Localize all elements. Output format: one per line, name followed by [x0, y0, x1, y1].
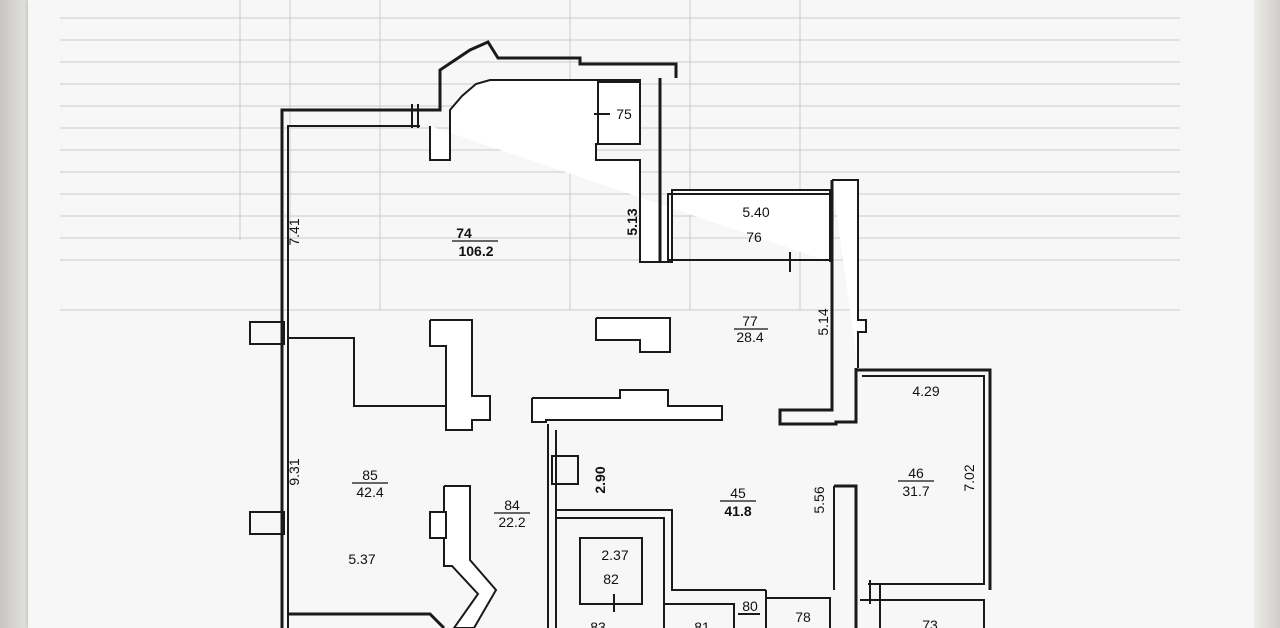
dim-5-14: 5.14 [815, 308, 831, 335]
room-45-area: 41.8 [724, 503, 751, 519]
room-85-number: 85 [362, 467, 378, 483]
room-74-number: 74 [456, 225, 472, 241]
room-75-number: 75 [616, 106, 632, 122]
dim-7-02: 7.02 [961, 464, 977, 491]
room-85-area: 42.4 [356, 484, 383, 500]
room-45-number: 45 [730, 485, 746, 501]
page-edge-right [1254, 0, 1280, 628]
room-77-number: 77 [742, 313, 758, 329]
dimension-labels: 7.41 5.13 5.40 5.14 4.29 7.02 5.56 2.90 … [286, 204, 977, 567]
bleed-through-table [60, 0, 1180, 311]
dim-7-41: 7.41 [286, 218, 302, 245]
dim-2-37: 2.37 [601, 547, 628, 563]
room-73-number: 73 [922, 617, 938, 628]
room-46-area: 31.7 [902, 483, 929, 499]
room-78-number: 78 [795, 609, 811, 625]
room-74-area: 106.2 [458, 243, 493, 259]
room-77-area: 28.4 [736, 329, 763, 345]
room-labels: 74 106.2 75 76 77 28.4 85 42.4 84 22.2 4… [352, 106, 938, 628]
room-76-number: 76 [746, 229, 762, 245]
dim-5-40: 5.40 [742, 204, 769, 220]
room-81-number: 81 [694, 619, 710, 628]
dim-5-56: 5.56 [811, 486, 827, 513]
dim-9-31: 9.31 [286, 458, 302, 485]
room-80-number: 80 [742, 598, 758, 614]
room-84-area: 22.2 [498, 514, 525, 530]
dim-2-90: 2.90 [592, 466, 608, 493]
room-84-number: 84 [504, 497, 520, 513]
room-46-number: 46 [908, 465, 924, 481]
walls [249, 40, 992, 628]
dim-5-13: 5.13 [624, 208, 640, 235]
page-edge-left [0, 0, 28, 628]
dim-4-29: 4.29 [912, 383, 939, 399]
room-83-number: 83 [590, 619, 606, 628]
room-82-number: 82 [603, 571, 619, 587]
dim-5-37: 5.37 [348, 551, 375, 567]
